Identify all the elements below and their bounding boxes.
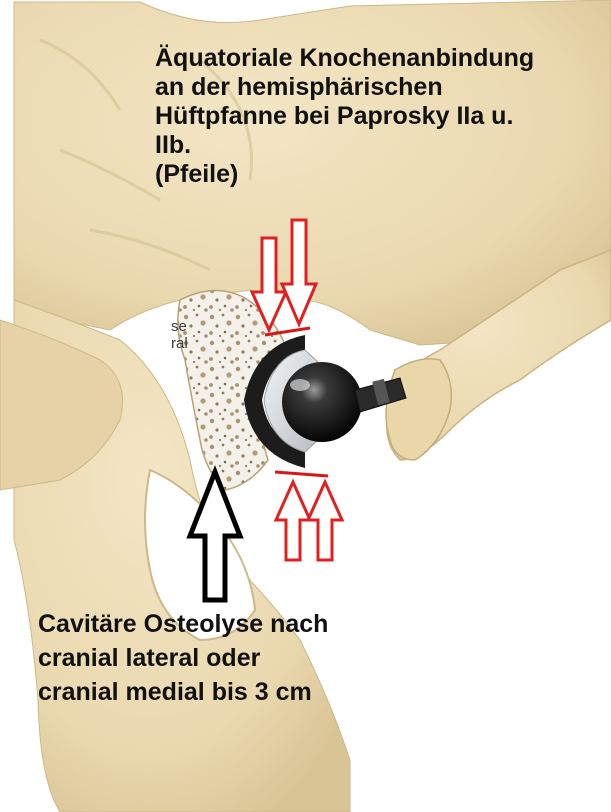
red-arrow-up-right — [308, 482, 342, 560]
red-arrow-up-left — [276, 482, 310, 560]
femoral-head — [282, 362, 362, 442]
head-highlight — [290, 379, 310, 391]
fragment-label: se ral — [171, 318, 211, 352]
femoral-neck — [386, 359, 451, 460]
lower-contact-line — [275, 472, 328, 476]
bottom-caption: Cavitäre Osteolyse nach cranial lateral … — [38, 607, 458, 709]
top-caption: Äquatoriale Knochenanbindung an der hemi… — [155, 44, 605, 189]
